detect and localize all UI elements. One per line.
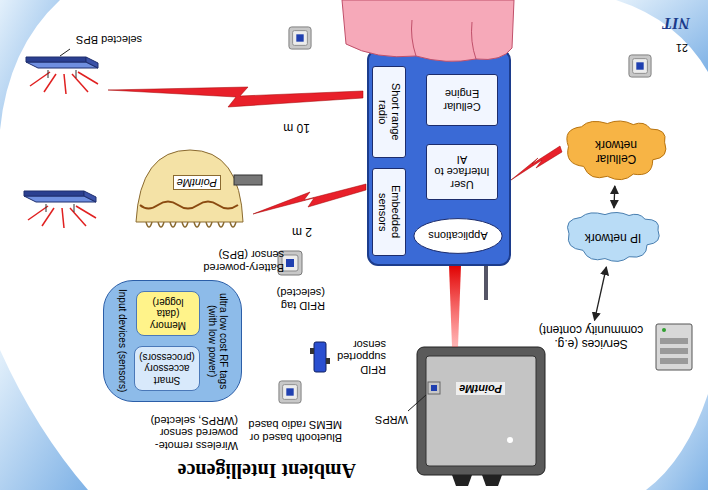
text-label: NIT: [662, 14, 690, 32]
lightning-bolts-part: [108, 87, 363, 107]
pointme-cap-part: [140, 202, 238, 209]
monitor-part: [482, 475, 502, 486]
connector-line: [595, 267, 607, 320]
monitor: [417, 347, 545, 486]
monitor-part: [426, 356, 536, 466]
text-label: Bluetooth based or MEMS radio based: [242, 419, 342, 444]
hand-part: [342, 0, 514, 61]
radio-box: Short range radio: [372, 66, 406, 158]
ip-network-cloud: IP network: [563, 210, 663, 265]
server-icon-part: [660, 348, 688, 354]
node-text: Smart accessory (processors): [139, 351, 195, 386]
node-text: PointMe: [456, 382, 505, 395]
engine-box: Cellular Engine: [426, 74, 498, 126]
rfid-sensor-icon-part: [310, 348, 314, 354]
pointme-cap-part: [146, 222, 236, 227]
monitor-part: [452, 475, 472, 486]
connector-line: [613, 186, 615, 208]
hand-part: [412, 20, 477, 59]
server-icon: [656, 324, 692, 370]
bps-devices-part: [26, 57, 98, 94]
slide-title: Ambient Intelligence: [178, 459, 356, 482]
text-label: 10 m: [283, 120, 310, 134]
cloud-outline: [567, 121, 666, 180]
monitor-part: [417, 347, 545, 475]
rfid-sensor-icon: [310, 342, 330, 372]
text-label: RFID supported sensor: [330, 338, 386, 376]
pointing-beam: [449, 265, 461, 347]
rfid-sensor-icon-part: [326, 358, 330, 364]
phone-part: [368, 50, 510, 265]
text-label: RFID tag (selected): [263, 287, 325, 312]
node-text: Input devices (sensors): [117, 289, 129, 393]
applications-oval: Applications: [413, 218, 503, 254]
node-text: Applications: [428, 230, 487, 243]
monitor-part: [431, 385, 437, 391]
server-icon-part: [662, 328, 666, 332]
server-icon-part: [660, 358, 688, 364]
node-text: Cellular network: [585, 137, 647, 165]
text-label: 2 m: [292, 224, 312, 238]
bps-devices-part: [60, 49, 70, 56]
smart-accessory-box: Smart accessory (processors): [134, 346, 200, 391]
phone: [368, 50, 510, 300]
oval-outline: [414, 219, 502, 254]
text-label: selected BPS: [76, 33, 142, 46]
node-text: User Interface to AI: [430, 153, 494, 191]
text-label: Battery-powered sensor (BPS): [190, 249, 284, 274]
bps-devices: [24, 49, 98, 228]
hand: [342, 0, 514, 61]
pointme-cap-part: [136, 150, 243, 222]
accessory-band: ultra low cost RF tags (with low power) I…: [104, 280, 243, 402]
rfid-sensor-icon-part: [314, 342, 326, 372]
lightning-bolts-part: [253, 184, 366, 214]
node-text: Embedded sensors: [376, 172, 401, 252]
sensors-box: Embedded sensors: [372, 168, 406, 256]
pointme-cap: [136, 150, 262, 227]
cellular-network-cloud: Cellular network: [562, 118, 670, 184]
text-label: PointMe: [173, 175, 221, 190]
text-label: Wireless remote- powered sensor (WRPS, s…: [140, 414, 238, 452]
lightning-bolts-part: [511, 146, 562, 180]
ui-box: User Interface to AI: [426, 144, 498, 200]
cloud-outline: [568, 213, 660, 262]
bps-devices-part: [24, 191, 96, 228]
text-label: WRPS: [375, 413, 408, 426]
memory-box: Memory (data logger): [136, 291, 200, 336]
rfid-tags-part: [289, 27, 311, 49]
corner-swooshes-part: [0, 350, 88, 490]
node-text: Memory (data logger): [141, 296, 195, 331]
node-text: IP network: [585, 231, 641, 245]
text-label: 21: [676, 41, 688, 54]
server-icon-part: [660, 338, 688, 344]
node-text: Services (e.g. community content): [538, 322, 644, 350]
monitor-part: [507, 437, 513, 443]
services-text: Services (e.g. community content): [538, 322, 644, 350]
rfid-tags-part: [629, 55, 651, 77]
node-text: Short range radio: [376, 70, 401, 154]
pointme-cap-part: [234, 175, 262, 185]
wrps-leader: [408, 395, 426, 411]
node-text: Cellular Engine: [430, 87, 494, 112]
server-icon-part: [656, 324, 692, 370]
rfid-tags-part: [279, 381, 301, 403]
monitor-part: [428, 382, 440, 394]
corner-swooshes-part: [646, 394, 708, 490]
node-text: ultra low cost RF tags (with low power): [206, 289, 229, 393]
phone-part: [484, 264, 488, 300]
monitor-screen: PointMe: [417, 347, 545, 475]
